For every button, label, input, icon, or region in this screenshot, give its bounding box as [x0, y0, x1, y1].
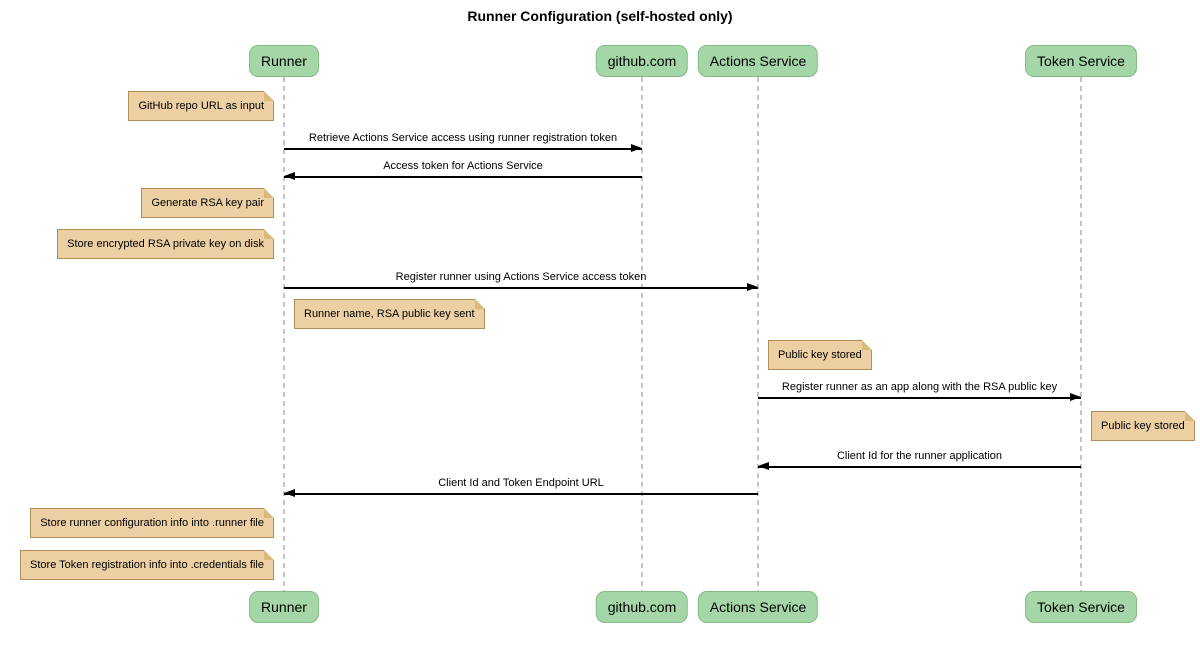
participant-bottom-runner: Runner	[249, 591, 319, 623]
note-6: Public key stored	[1091, 411, 1195, 441]
note-2: Generate RSA key pair	[141, 188, 274, 218]
participant-top-runner: Runner	[249, 45, 319, 77]
message-line-1	[284, 148, 642, 150]
note-fold-icon	[264, 229, 274, 239]
note-8: Store Token registration info into .cred…	[20, 550, 274, 580]
message-label-3: Register runner using Actions Service ac…	[395, 271, 647, 283]
arrowhead-right-icon	[631, 144, 642, 152]
message-line-3	[284, 287, 758, 289]
arrowhead-left-icon	[758, 462, 769, 470]
note-fold-icon	[474, 299, 485, 309]
message-label-1: Retrieve Actions Service access using ru…	[308, 132, 618, 144]
note-1: GitHub repo URL as input	[128, 91, 274, 121]
lifeline-token	[1080, 77, 1082, 591]
lifeline-runner	[283, 77, 285, 591]
message-line-5	[758, 466, 1081, 468]
participant-top-actions: Actions Service	[697, 45, 819, 77]
arrowhead-left-icon	[284, 489, 295, 497]
message-label-4: Register runner as an app along with the…	[781, 381, 1058, 393]
note-fold-icon	[264, 91, 274, 101]
participant-top-github: github.com	[595, 45, 689, 77]
message-label-6: Client Id and Token Endpoint URL	[438, 477, 604, 489]
message-line-6	[284, 493, 758, 495]
participant-bottom-actions: Actions Service	[697, 591, 819, 623]
note-fold-icon	[1184, 411, 1195, 421]
arrowhead-left-icon	[284, 172, 295, 180]
message-line-4	[758, 397, 1081, 399]
lifeline-actions	[757, 77, 759, 591]
note-3: Store encrypted RSA private key on disk	[57, 229, 274, 259]
participant-bottom-token: Token Service	[1025, 591, 1137, 623]
note-7: Store runner configuration info into .ru…	[30, 508, 274, 538]
note-fold-icon	[264, 188, 274, 198]
message-line-2	[284, 176, 642, 178]
participant-top-token: Token Service	[1025, 45, 1137, 77]
lifeline-github	[641, 77, 643, 591]
note-5: Public key stored	[768, 340, 872, 370]
message-label-2: Access token for Actions Service	[383, 160, 543, 172]
arrowhead-right-icon	[1070, 393, 1081, 401]
participant-bottom-github: github.com	[595, 591, 689, 623]
note-fold-icon	[264, 508, 274, 518]
note-fold-icon	[264, 550, 274, 560]
note-4: Runner name, RSA public key sent	[294, 299, 485, 329]
message-label-5: Client Id for the runner application	[836, 450, 1003, 462]
note-fold-icon	[861, 340, 872, 350]
arrowhead-right-icon	[747, 283, 758, 291]
diagram-title: Runner Configuration (self-hosted only)	[467, 8, 733, 24]
